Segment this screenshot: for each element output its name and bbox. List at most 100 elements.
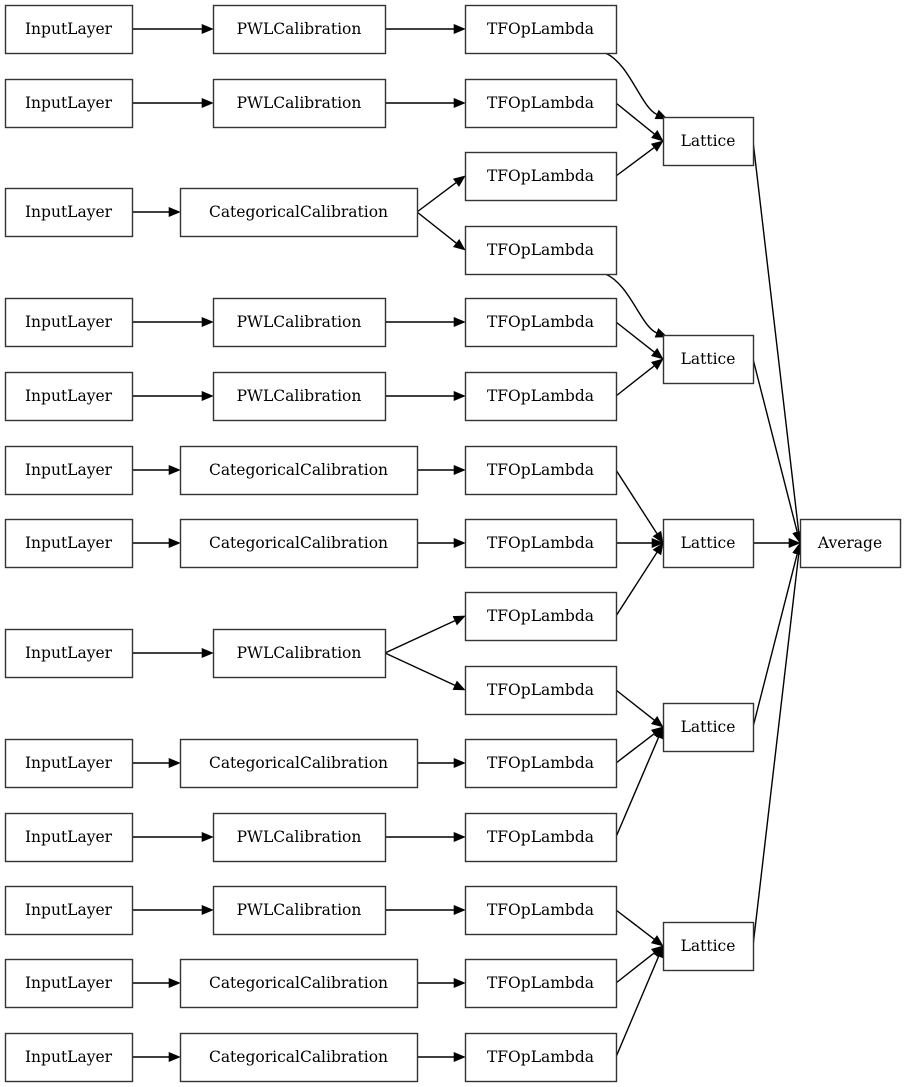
node-box-avg[interactable] <box>799 518 902 569</box>
node-box-cal5[interactable] <box>179 445 419 496</box>
node-cal6[interactable]: CategoricalCalibration <box>179 518 419 569</box>
node-box-in7[interactable] <box>4 628 134 679</box>
node-box-cal0[interactable] <box>212 4 387 55</box>
edge-cal11-to-lam13 <box>417 977 466 989</box>
node-box-cal11[interactable] <box>179 958 419 1009</box>
node-box-lat3[interactable] <box>662 702 755 753</box>
node-in2[interactable]: InputLayer <box>4 187 134 238</box>
node-box-lam8[interactable] <box>464 591 618 642</box>
node-box-lam5[interactable] <box>464 371 618 422</box>
node-lam9[interactable]: TFOpLambda <box>464 665 618 716</box>
node-lam2[interactable]: TFOpLambda <box>464 151 618 202</box>
edge-in11-to-cal11 <box>132 977 181 989</box>
node-box-in0[interactable] <box>4 4 134 55</box>
node-in6[interactable]: InputLayer <box>4 518 134 569</box>
node-box-lam14[interactable] <box>464 1032 618 1083</box>
node-box-cal7[interactable] <box>212 628 387 679</box>
node-cal11[interactable]: CategoricalCalibration <box>179 958 419 1009</box>
node-cal0[interactable]: PWLCalibration <box>212 4 387 55</box>
node-box-in8[interactable] <box>4 738 134 789</box>
node-lam8[interactable]: TFOpLambda <box>464 591 618 642</box>
node-cal5[interactable]: CategoricalCalibration <box>179 445 419 496</box>
node-lam5[interactable]: TFOpLambda <box>464 371 618 422</box>
node-box-in9[interactable] <box>4 812 134 863</box>
node-lam3[interactable]: TFOpLambda <box>464 225 618 276</box>
node-cal4[interactable]: PWLCalibration <box>212 371 387 422</box>
node-box-lam6[interactable] <box>464 445 618 496</box>
node-box-lam9[interactable] <box>464 665 618 716</box>
node-box-cal3[interactable] <box>212 297 387 348</box>
node-lat1[interactable]: Lattice <box>662 334 755 385</box>
node-box-cal9[interactable] <box>212 812 387 863</box>
node-box-lam2[interactable] <box>464 151 618 202</box>
node-box-in3[interactable] <box>4 297 134 348</box>
node-in9[interactable]: InputLayer <box>4 812 134 863</box>
node-cal7[interactable]: PWLCalibration <box>212 628 387 679</box>
node-in10[interactable]: InputLayer <box>4 885 134 936</box>
node-box-in6[interactable] <box>4 518 134 569</box>
node-box-cal6[interactable] <box>179 518 419 569</box>
node-avg[interactable]: Average <box>799 518 902 569</box>
node-lam1[interactable]: TFOpLambda <box>464 78 618 129</box>
node-lam13[interactable]: TFOpLambda <box>464 958 618 1009</box>
node-lat3[interactable]: Lattice <box>662 702 755 753</box>
node-box-in1[interactable] <box>4 78 134 129</box>
node-lam4[interactable]: TFOpLambda <box>464 297 618 348</box>
node-lam10[interactable]: TFOpLambda <box>464 738 618 789</box>
node-in12[interactable]: InputLayer <box>4 1032 134 1083</box>
node-lam11[interactable]: TFOpLambda <box>464 812 618 863</box>
node-in3[interactable]: InputLayer <box>4 297 134 348</box>
node-box-cal4[interactable] <box>212 371 387 422</box>
node-box-cal2[interactable] <box>179 187 419 238</box>
node-cal9[interactable]: PWLCalibration <box>212 812 387 863</box>
node-in4[interactable]: InputLayer <box>4 371 134 422</box>
node-in8[interactable]: InputLayer <box>4 738 134 789</box>
node-box-lat0[interactable] <box>662 116 755 167</box>
node-cal2[interactable]: CategoricalCalibration <box>179 187 419 238</box>
node-lam14[interactable]: TFOpLambda <box>464 1032 618 1083</box>
node-in11[interactable]: InputLayer <box>4 958 134 1009</box>
node-box-cal10[interactable] <box>212 885 387 936</box>
node-box-cal8[interactable] <box>179 738 419 789</box>
node-lat0[interactable]: Lattice <box>662 116 755 167</box>
node-box-lam13[interactable] <box>464 958 618 1009</box>
node-box-lam4[interactable] <box>464 297 618 348</box>
node-box-in10[interactable] <box>4 885 134 936</box>
node-cal10[interactable]: PWLCalibration <box>212 885 387 936</box>
edge-lam4-to-lat1 <box>615 321 664 360</box>
node-box-lam10[interactable] <box>464 738 618 789</box>
node-box-lat2[interactable] <box>662 518 755 569</box>
edge-lat1-to-avg <box>752 358 803 544</box>
node-box-in5[interactable] <box>4 445 134 496</box>
node-box-lam7[interactable] <box>464 518 618 569</box>
node-box-in4[interactable] <box>4 371 134 422</box>
node-lat2[interactable]: Lattice <box>662 518 755 569</box>
node-box-in11[interactable] <box>4 958 134 1009</box>
node-in1[interactable]: InputLayer <box>4 78 134 129</box>
node-cal8[interactable]: CategoricalCalibration <box>179 738 419 789</box>
node-box-cal1[interactable] <box>212 78 387 129</box>
edge-in10-to-cal10 <box>132 904 214 916</box>
node-box-in12[interactable] <box>4 1032 134 1083</box>
node-box-lam0[interactable] <box>464 4 618 55</box>
node-box-lat1[interactable] <box>662 334 755 385</box>
node-lam0[interactable]: TFOpLambda <box>464 4 618 55</box>
node-box-cal12[interactable] <box>179 1032 419 1083</box>
node-box-lat4[interactable] <box>662 921 755 972</box>
node-in0[interactable]: InputLayer <box>4 4 134 55</box>
node-in5[interactable]: InputLayer <box>4 445 134 496</box>
node-box-lam11[interactable] <box>464 812 618 863</box>
node-box-lam1[interactable] <box>464 78 618 129</box>
node-cal1[interactable]: PWLCalibration <box>212 78 387 129</box>
node-box-lam3[interactable] <box>464 225 618 276</box>
node-lam12[interactable]: TFOpLambda <box>464 885 618 936</box>
node-cal3[interactable]: PWLCalibration <box>212 297 387 348</box>
node-cal12[interactable]: CategoricalCalibration <box>179 1032 419 1083</box>
node-lam7[interactable]: TFOpLambda <box>464 518 618 569</box>
node-lam6[interactable]: TFOpLambda <box>464 445 618 496</box>
node-lat4[interactable]: Lattice <box>662 921 755 972</box>
node-in7[interactable]: InputLayer <box>4 628 134 679</box>
node-box-lam12[interactable] <box>464 885 618 936</box>
node-box-in2[interactable] <box>4 187 134 238</box>
